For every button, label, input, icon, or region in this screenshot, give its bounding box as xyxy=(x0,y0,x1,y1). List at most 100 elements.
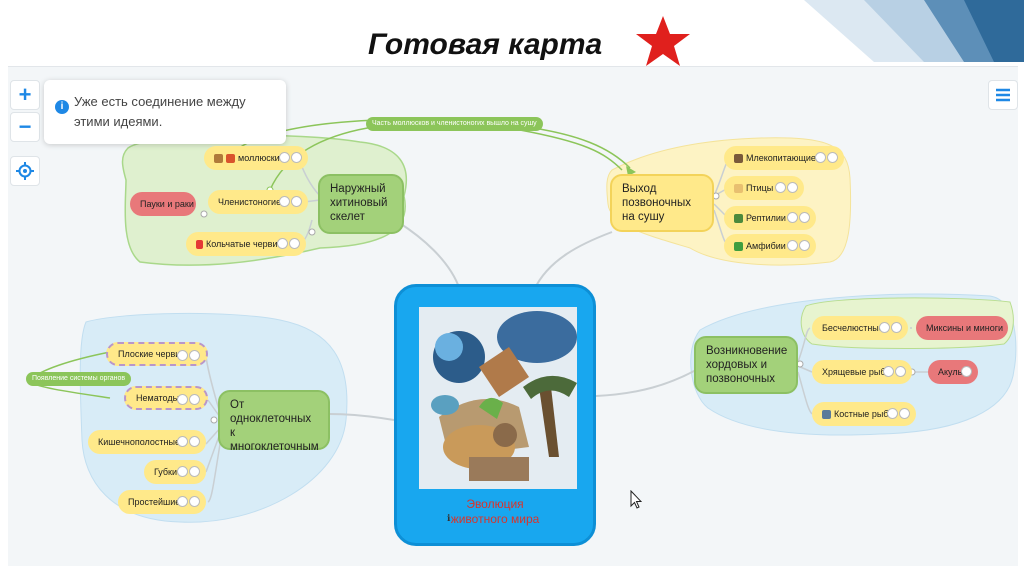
snail-icon xyxy=(214,154,223,163)
node-tools[interactable] xyxy=(774,182,800,194)
node-annelids[interactable]: Кольчатые черви! xyxy=(186,232,306,256)
note-icon xyxy=(883,366,894,377)
node-bony-fish[interactable]: Костные рыбы xyxy=(812,402,916,426)
node-jawless[interactable]: Бесчелюстные xyxy=(812,316,908,340)
node-tools[interactable] xyxy=(176,466,202,478)
node-cnidarians[interactable]: Кишечнополостные xyxy=(88,430,206,454)
menu-button[interactable] xyxy=(988,80,1018,110)
node-reptiles[interactable]: Рептилии xyxy=(724,206,816,230)
star-icon xyxy=(634,14,692,68)
note-icon xyxy=(177,466,188,477)
zoom-in-button[interactable]: + xyxy=(10,80,40,110)
node-mollusks[interactable]: моллюски xyxy=(204,146,308,170)
mouse-cursor-icon xyxy=(630,490,642,510)
note-icon xyxy=(887,408,898,419)
topic-unicellular-to-multicellular[interactable]: От одноклеточных к многоклеточным xyxy=(218,390,330,450)
node-sponges[interactable]: Губки xyxy=(144,460,206,484)
arrow-right-icon xyxy=(895,366,906,377)
arrow-right-icon xyxy=(899,408,910,419)
arrow-right-icon xyxy=(189,350,200,361)
zoom-out-button[interactable]: − xyxy=(10,112,40,142)
arrow-right-icon xyxy=(291,152,302,163)
relation-label-land[interactable]: Часть моллюсков и членистоногих вышло на… xyxy=(366,117,543,131)
note-icon xyxy=(775,182,786,193)
octopus-icon xyxy=(226,154,235,163)
topic-chitin-skeleton[interactable]: Наружный хитиновый скелет xyxy=(318,174,404,234)
topic-label: Выход позвоночных на сушу xyxy=(622,183,691,223)
node-arthropods[interactable]: Членистоногие xyxy=(208,190,308,214)
menu-icon xyxy=(995,87,1011,103)
notification-toast: i Уже есть соединение между этими идеями… xyxy=(44,80,286,144)
note-icon: ℹ xyxy=(447,513,450,524)
node-tools[interactable] xyxy=(278,196,304,208)
node-tools[interactable] xyxy=(882,366,908,378)
arrow-right-icon xyxy=(189,436,200,447)
node-tools[interactable] xyxy=(960,366,974,378)
node-tools[interactable] xyxy=(878,322,904,334)
note-icon xyxy=(177,496,188,507)
central-topic[interactable]: Эволюция животного мира ℹ xyxy=(394,284,596,546)
node-mammals[interactable]: Млекопитающие xyxy=(724,146,844,170)
node-tools[interactable] xyxy=(786,212,812,224)
frog-icon xyxy=(734,242,743,251)
node-tools[interactable] xyxy=(176,496,202,508)
arrow-right-icon xyxy=(961,366,972,377)
node-sharks[interactable]: Акулы xyxy=(928,360,978,384)
mammal-icon xyxy=(734,154,743,163)
note-icon xyxy=(177,350,188,361)
node-hagfish-lampreys[interactable]: Миксины и миноги xyxy=(916,316,1008,340)
relation-label-organs[interactable]: Появление системы органов xyxy=(26,372,131,386)
exclamation-icon xyxy=(196,240,203,249)
node-birds[interactable]: Птицы xyxy=(724,176,804,200)
arrow-right-icon xyxy=(799,212,810,223)
topic-label: От одноклеточных к многоклеточным xyxy=(230,399,319,453)
arrow-right-icon xyxy=(799,240,810,251)
arrow-right-icon xyxy=(891,322,902,333)
note-icon xyxy=(879,322,890,333)
reptile-icon xyxy=(734,214,743,223)
minus-icon: − xyxy=(19,114,32,139)
node-cartilaginous-fish[interactable]: Хрящевые рыбы xyxy=(812,360,912,384)
topic-land-vertebrates[interactable]: Выход позвоночных на сушу xyxy=(610,174,714,232)
note-icon xyxy=(177,394,188,405)
info-icon: i xyxy=(55,100,69,114)
node-tools[interactable] xyxy=(886,408,912,420)
note-icon xyxy=(787,240,798,251)
topic-label: Наружный хитиновый скелет xyxy=(330,183,387,223)
node-amphibians[interactable]: Амфибии xyxy=(724,234,816,258)
node-tools[interactable] xyxy=(176,436,202,448)
plus-icon: + xyxy=(19,82,32,107)
note-icon xyxy=(277,238,288,249)
note-icon xyxy=(279,152,290,163)
arrow-right-icon xyxy=(189,466,200,477)
arrow-right-icon xyxy=(787,182,798,193)
slide-title: Готовая карта xyxy=(368,28,602,62)
node-flatworms[interactable]: Плоские черви xyxy=(106,342,208,366)
node-tools[interactable] xyxy=(176,350,202,362)
node-tools[interactable] xyxy=(276,238,302,250)
node-tools[interactable] xyxy=(786,240,812,252)
node-tools[interactable] xyxy=(278,152,304,164)
evolution-collage-image xyxy=(419,307,577,489)
topic-label: Возникновение хордовых и позвоночных xyxy=(706,345,787,385)
node-protozoa[interactable]: Простейшие xyxy=(118,490,206,514)
node-spiders-crabs[interactable]: Пауки и раки xyxy=(130,192,196,216)
center-map-button[interactable] xyxy=(10,156,40,186)
note-icon xyxy=(787,212,798,223)
arrow-right-icon xyxy=(289,238,300,249)
bird-icon xyxy=(734,184,743,193)
arrow-right-icon xyxy=(291,196,302,207)
central-topic-title: Эволюция животного мира xyxy=(397,497,593,527)
arrow-right-icon xyxy=(189,394,200,405)
note-icon xyxy=(815,152,826,163)
node-nematodes[interactable]: Нематоды xyxy=(124,386,208,410)
node-tools[interactable] xyxy=(814,152,840,164)
arrow-right-icon xyxy=(827,152,838,163)
notification-text: Уже есть соединение между этими идеями. xyxy=(74,92,274,132)
note-icon xyxy=(279,196,290,207)
node-tools[interactable] xyxy=(176,394,202,406)
topic-chordates-vertebrates[interactable]: Возникновение хордовых и позвоночных xyxy=(694,336,798,394)
corner-decoration xyxy=(774,0,1024,62)
note-icon xyxy=(177,436,188,447)
